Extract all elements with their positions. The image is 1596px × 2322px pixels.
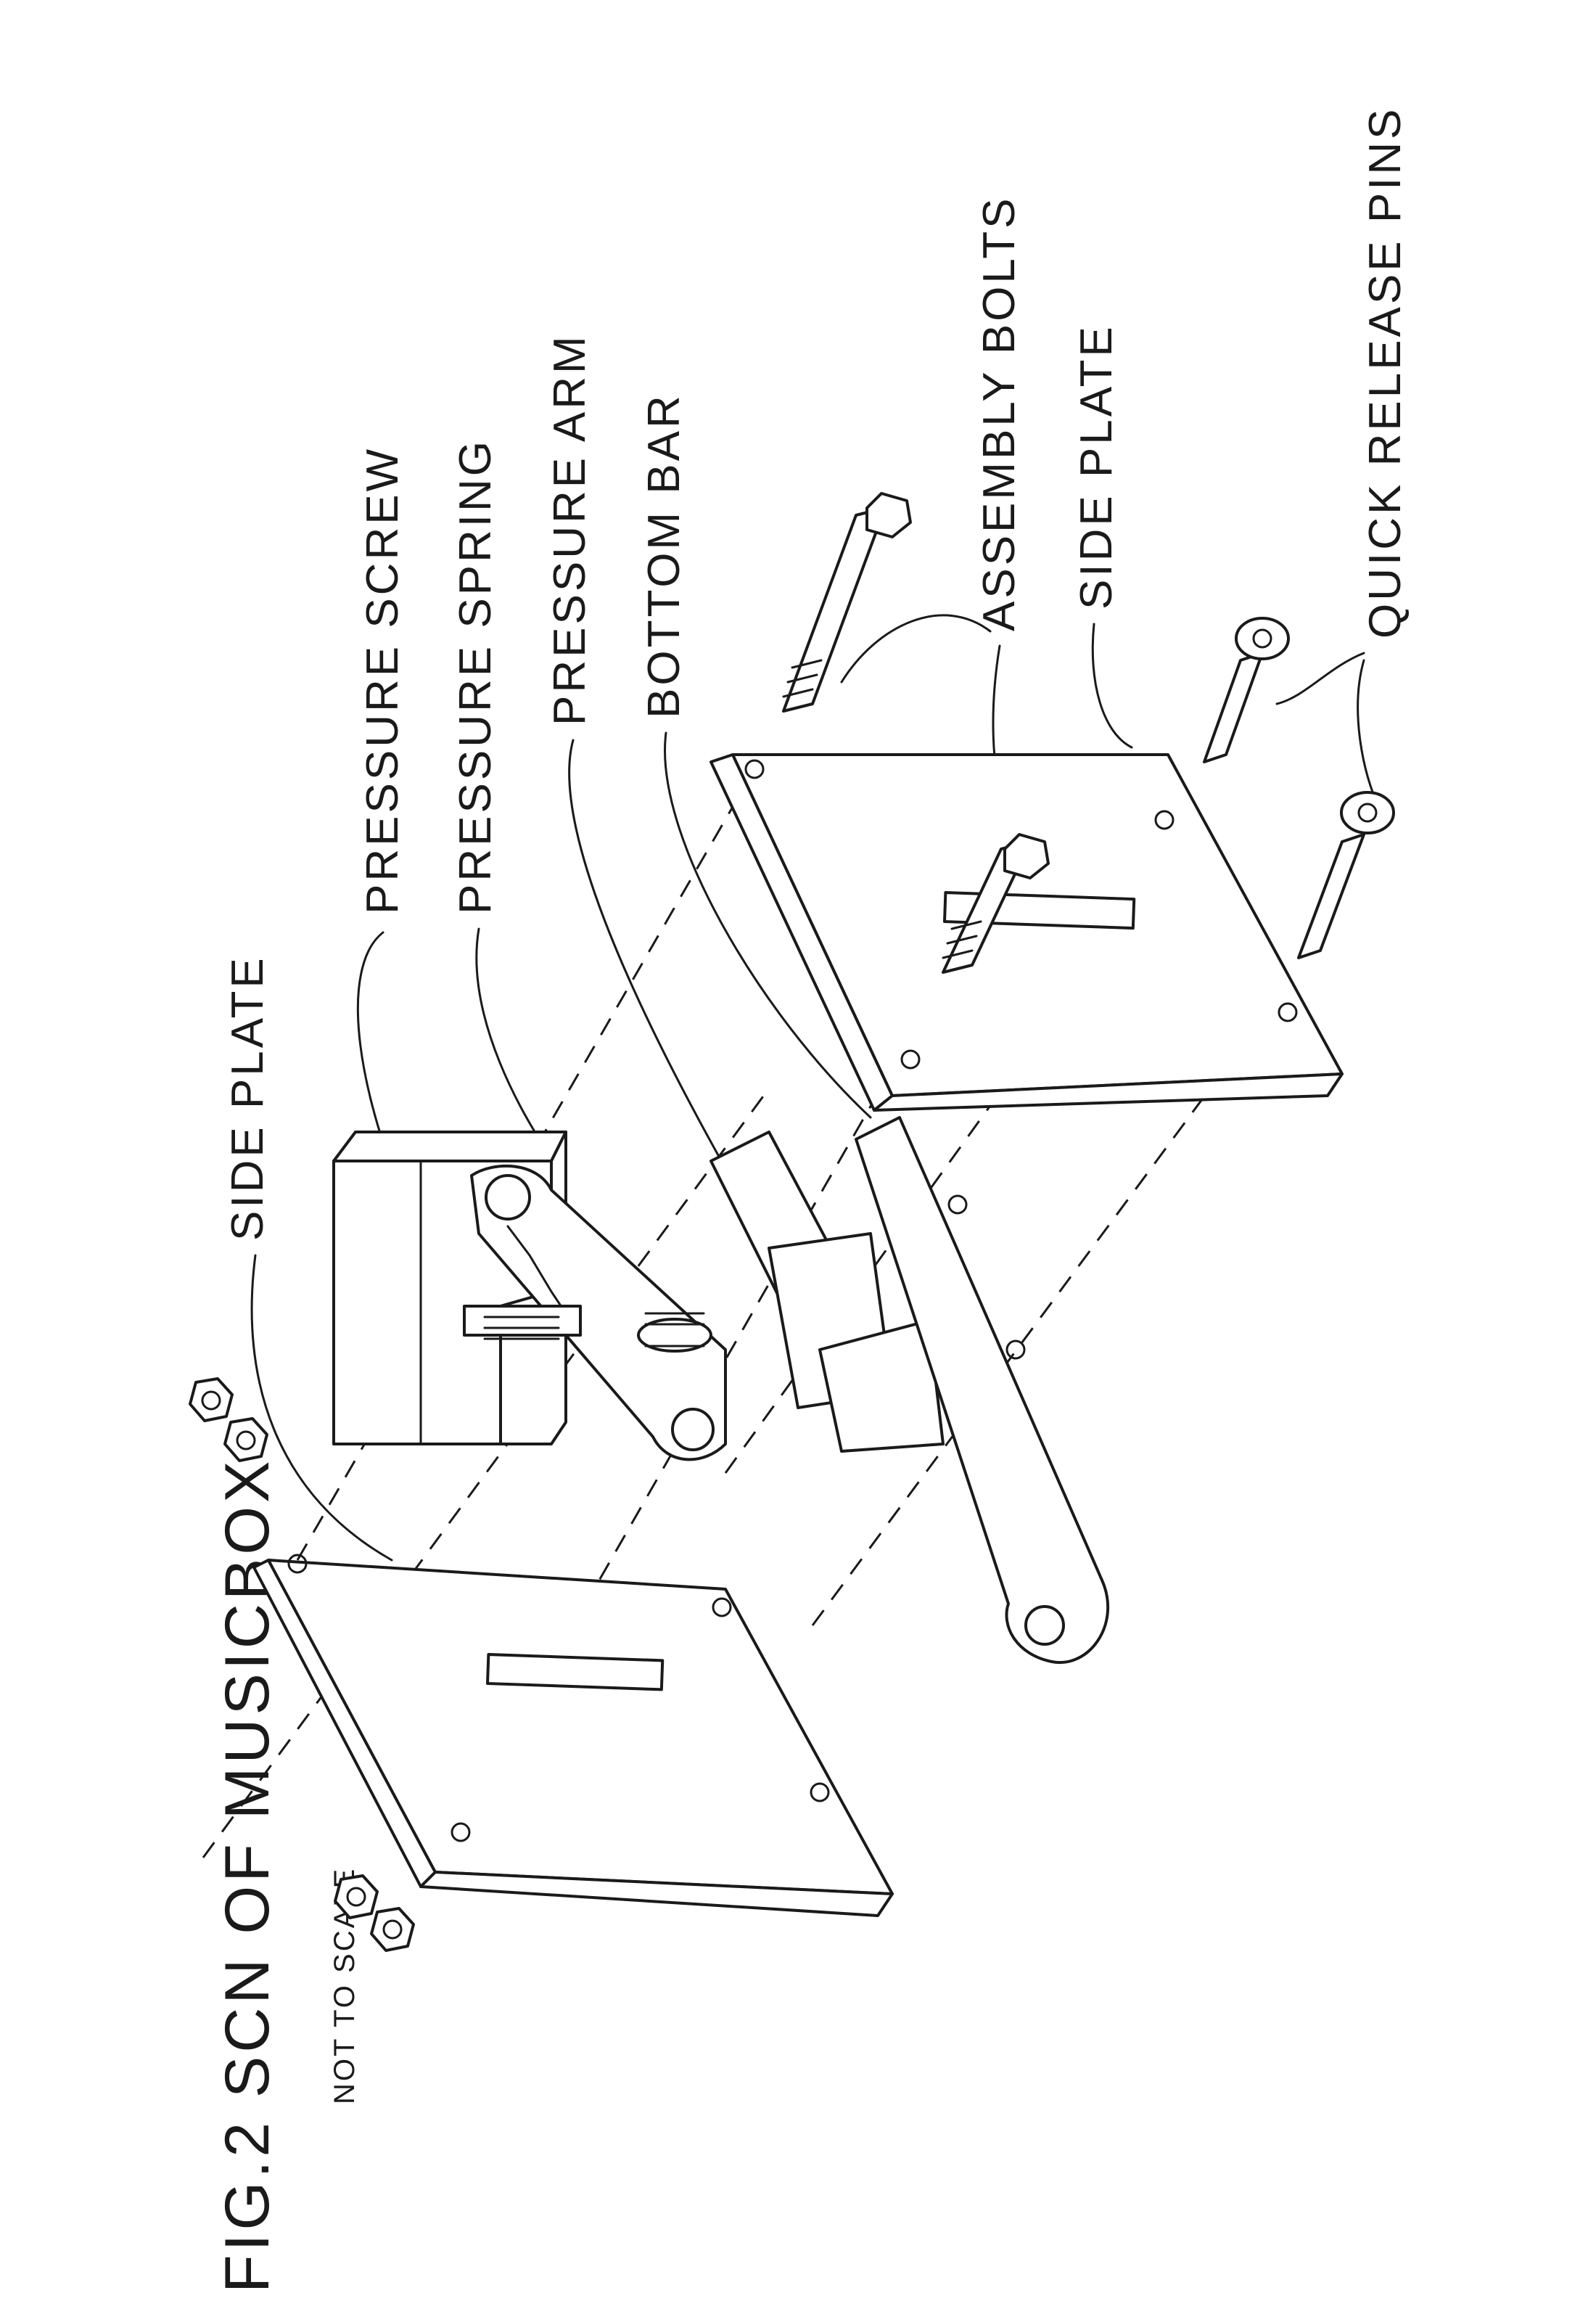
label-quick-release-pins: QUICK RELEASE PINS [1360,106,1410,639]
nuts-bottom [334,1874,415,1952]
label-side-plate-right: SIDE PLATE [1071,324,1122,610]
side-plate-right [709,753,1344,1112]
label-pressure-screw: PRESSURE SCREW [358,446,408,914]
pressure-screw [463,1305,582,1340]
nuts-top [189,1377,268,1462]
quick-release-pin-upper [1203,617,1290,763]
label-side-plate-left: SIDE PLATE [223,955,273,1241]
side-plate-left [252,1554,894,1917]
label-pressure-arm: PRESSURE ARM [545,333,595,726]
assembly-bolt-upper [782,492,912,713]
label-pressure-spring: PRESSURE SPRING [451,438,501,914]
long-bar [855,1116,1110,1665]
pressure-spring [637,1312,712,1353]
top-block [332,1131,567,1445]
pressure-arm [470,1164,727,1461]
quick-release-pin-lower [1297,791,1395,959]
label-assembly-bolts: ASSEMBLY BOLTS [974,196,1024,631]
label-bottom-bar: BOTTOM BAR [639,393,689,718]
bottom-bar [709,1131,945,1453]
assembly-bolt-lower [942,833,1050,974]
